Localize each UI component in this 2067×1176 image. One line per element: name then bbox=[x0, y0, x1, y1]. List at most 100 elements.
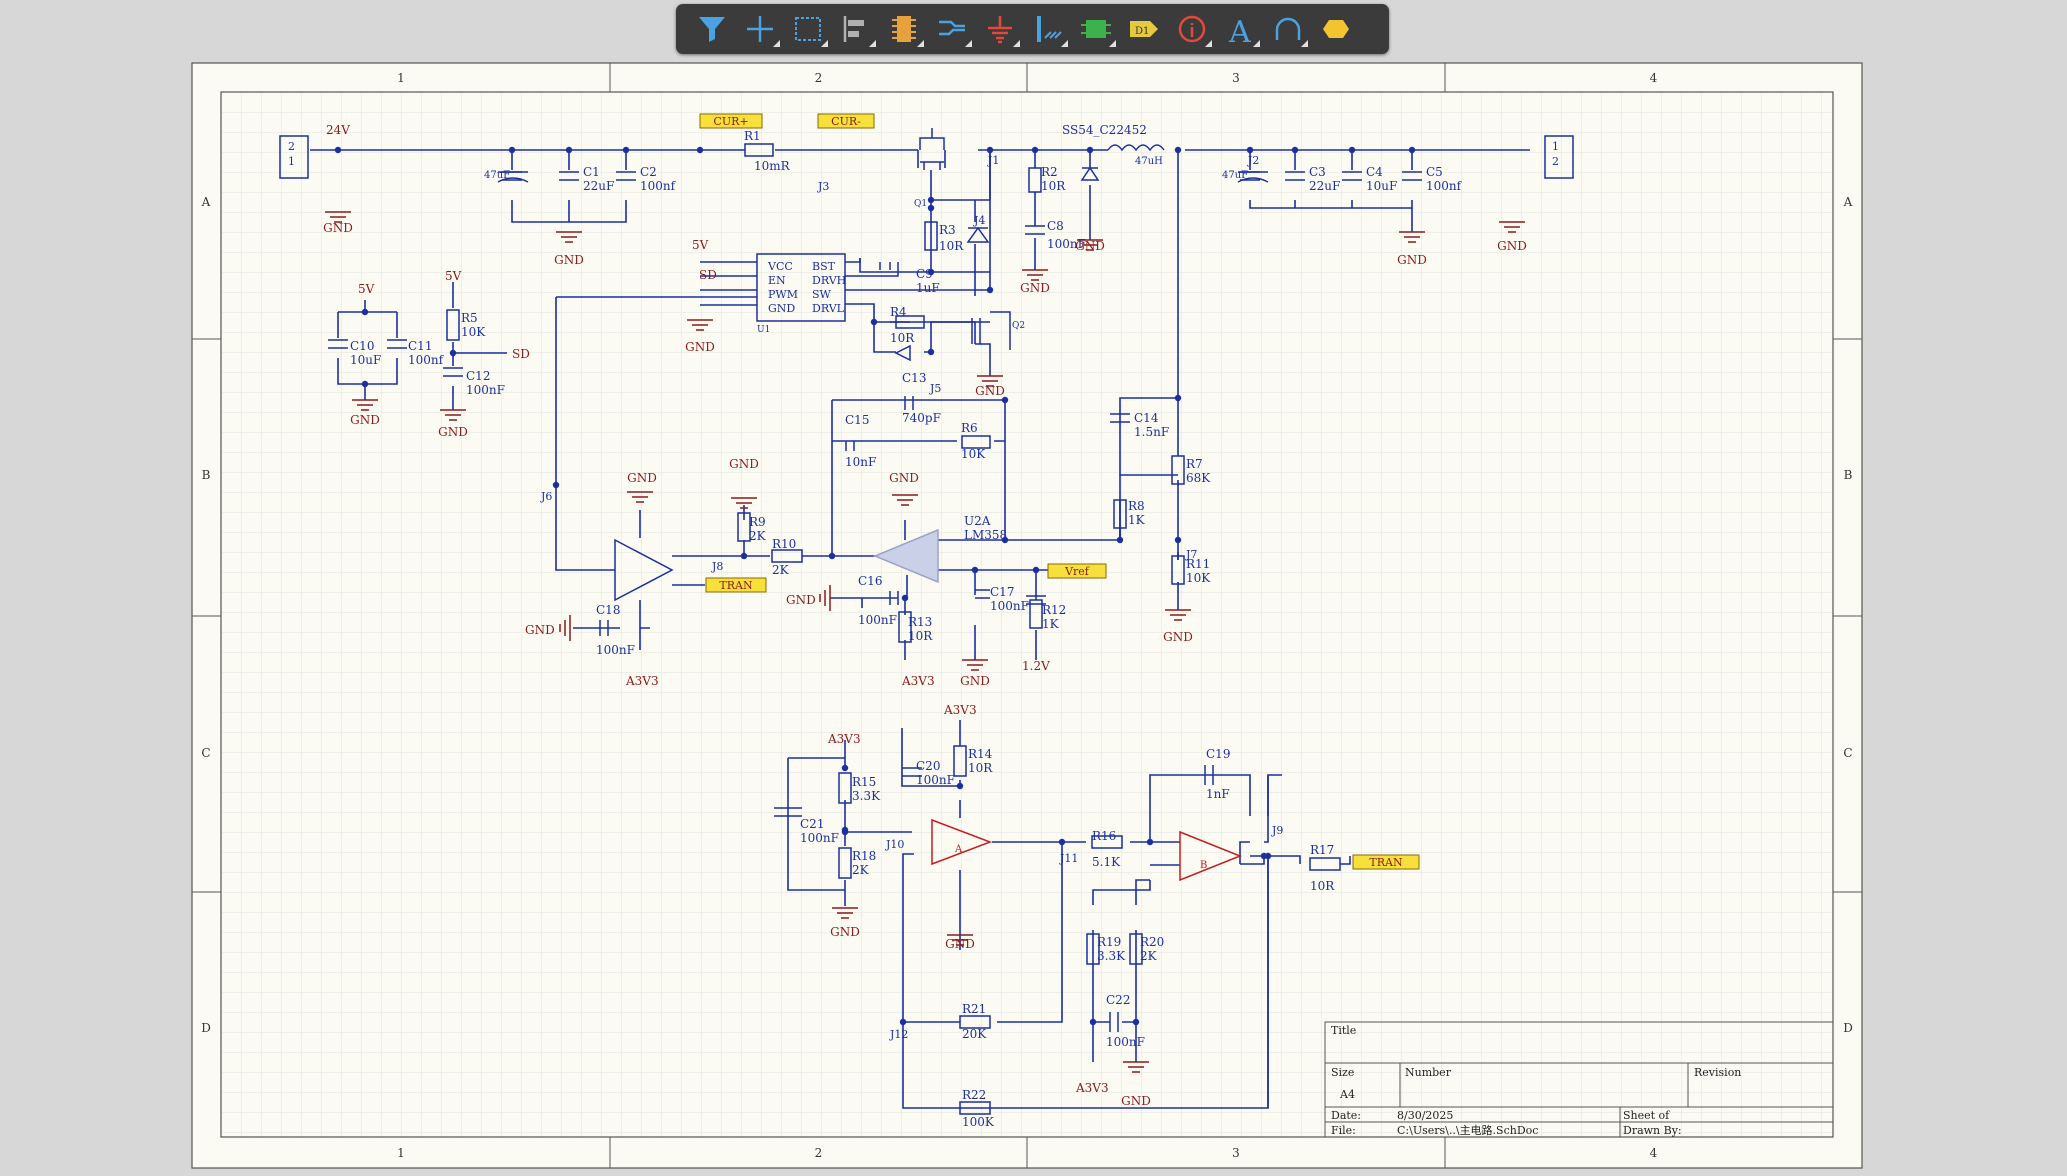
arc-tool[interactable] bbox=[1264, 7, 1312, 51]
junction-dot bbox=[1116, 536, 1124, 544]
wire-tool[interactable] bbox=[928, 7, 976, 51]
junction-dot bbox=[1086, 146, 1094, 154]
value-c19: 1nF bbox=[1206, 787, 1230, 801]
sheet-symbol-icon bbox=[1081, 20, 1111, 38]
tb-number-label: Number bbox=[1405, 1066, 1452, 1079]
svg-text:A: A bbox=[1228, 15, 1251, 46]
filter-tool[interactable] bbox=[688, 7, 736, 51]
value-r7: 68K bbox=[1186, 471, 1211, 485]
svg-text:D1: D1 bbox=[1135, 26, 1149, 37]
crosshair-tool[interactable] bbox=[736, 7, 784, 51]
port-cur-plus[interactable] bbox=[699, 113, 763, 129]
junction-dot bbox=[1058, 838, 1066, 846]
shape-tool[interactable] bbox=[1312, 7, 1360, 51]
u1-pin-bst: BST bbox=[812, 260, 836, 273]
tb-date-label: Date: bbox=[1331, 1109, 1361, 1122]
gnd-label: GND bbox=[1163, 630, 1193, 644]
power-port-tool[interactable] bbox=[976, 7, 1024, 51]
value-r10: 2K bbox=[772, 563, 790, 577]
a3v3-label: A3V3 bbox=[901, 674, 935, 688]
ref-c8: C8 bbox=[1047, 219, 1064, 233]
gnd-label: GND bbox=[786, 593, 816, 607]
border-row-label: D bbox=[201, 1021, 211, 1035]
gnd-label: GND bbox=[1121, 1094, 1151, 1108]
cap-47uf-label: 47uF bbox=[484, 170, 510, 181]
port-cur-minus[interactable] bbox=[817, 113, 875, 129]
port-tran-1-label: TRAN bbox=[719, 579, 753, 592]
net-sd-label: SD bbox=[699, 268, 717, 282]
border-col-label: 3 bbox=[1232, 71, 1240, 85]
port-tran-2[interactable] bbox=[1352, 854, 1420, 870]
value-r16: 5.1K bbox=[1092, 855, 1121, 869]
value-r5: 10K bbox=[461, 325, 486, 339]
ref-c5: C5 bbox=[1426, 165, 1443, 179]
align-icon bbox=[843, 16, 864, 42]
junction-j10: J10 bbox=[885, 838, 904, 851]
junction-dot bbox=[927, 348, 935, 356]
component-symbols[interactable] bbox=[279, 128, 1574, 1115]
junction-dot bbox=[508, 146, 516, 154]
dropdown-arrow-icon bbox=[1109, 40, 1116, 47]
crosshair-icon bbox=[747, 16, 773, 42]
junction-j12: J12 bbox=[889, 1028, 908, 1041]
sheet-symbol-tool[interactable] bbox=[1072, 7, 1120, 51]
junction-dot bbox=[927, 204, 935, 212]
component-icon bbox=[892, 16, 916, 42]
junction-dot bbox=[361, 380, 369, 388]
gnd-symbol bbox=[832, 907, 858, 919]
title-block bbox=[1324, 1021, 1834, 1138]
component-tool[interactable] bbox=[880, 7, 928, 51]
u1-pin-pwm: PWM bbox=[768, 288, 798, 301]
port-tool[interactable]: D1 bbox=[1120, 7, 1168, 51]
gnd-symbol bbox=[977, 375, 1003, 387]
junction-dot bbox=[841, 828, 849, 836]
ref-r10: R10 bbox=[772, 537, 796, 551]
opamp-a[interactable] bbox=[931, 818, 993, 866]
value-r9: 2K bbox=[749, 529, 767, 543]
align-tool[interactable] bbox=[832, 7, 880, 51]
select-rect-tool[interactable] bbox=[784, 7, 832, 51]
port-vref[interactable] bbox=[1047, 563, 1107, 579]
gnd-symbol bbox=[1399, 231, 1425, 243]
value-r13: 10R bbox=[908, 629, 933, 643]
port-tran-2-label: TRAN bbox=[1369, 856, 1403, 869]
ref-c3: C3 bbox=[1309, 165, 1326, 179]
tb-file-label: File: bbox=[1331, 1124, 1356, 1137]
junction-dot bbox=[899, 1018, 907, 1026]
port-tran-1[interactable] bbox=[705, 577, 767, 593]
ref-r9: R9 bbox=[749, 515, 766, 529]
junction-dot bbox=[361, 308, 369, 316]
border-row-label: D bbox=[1843, 1021, 1853, 1035]
gnd-label: GND bbox=[1020, 281, 1050, 295]
value-r4: 10R bbox=[890, 331, 915, 345]
gnd-symbol bbox=[892, 494, 918, 506]
dropdown-arrow-icon bbox=[1013, 40, 1020, 47]
junction-j8: J8 bbox=[711, 560, 723, 573]
dropdown-arrow-icon bbox=[1301, 40, 1308, 47]
ref-r20: R20 bbox=[1140, 935, 1164, 949]
gnd-symbol bbox=[1499, 221, 1525, 233]
junction-j9: J9 bbox=[1271, 824, 1283, 837]
gnd-label: GND bbox=[438, 425, 468, 439]
ref-c12: C12 bbox=[466, 369, 490, 383]
value-c4: 10uF bbox=[1366, 179, 1397, 193]
junction-dot bbox=[1001, 396, 1009, 404]
tb-drawn-label: Drawn By: bbox=[1623, 1124, 1682, 1137]
connector-pin-number: 2 bbox=[288, 140, 295, 153]
gnd-label: GND bbox=[975, 384, 1005, 398]
value-c13: 740pF bbox=[902, 411, 941, 425]
lm358-label: LM358 bbox=[964, 528, 1007, 542]
drawing-area bbox=[220, 91, 1834, 1138]
value-r12: 1K bbox=[1042, 617, 1060, 631]
junction-dot bbox=[956, 782, 964, 790]
connector-pin-number: 1 bbox=[1552, 140, 1559, 153]
u2a-label: U2A bbox=[964, 514, 991, 528]
bus-tool[interactable] bbox=[1024, 7, 1072, 51]
junction-dot bbox=[927, 268, 935, 276]
opamp-b[interactable] bbox=[1179, 830, 1243, 882]
text-tool[interactable]: A bbox=[1216, 7, 1264, 51]
u1-pin-vcc: VCC bbox=[767, 260, 793, 273]
parameter-tool[interactable] bbox=[1168, 7, 1216, 51]
border-col-label: 4 bbox=[1650, 71, 1658, 85]
